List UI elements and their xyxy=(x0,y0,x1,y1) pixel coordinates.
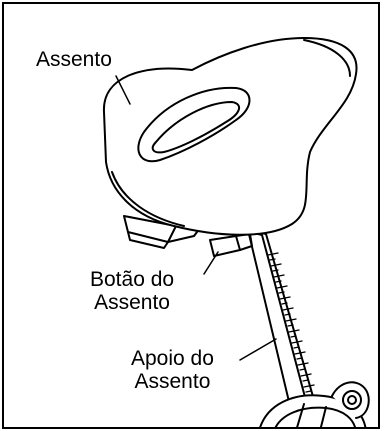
label-seat-post-line1: Apoio do xyxy=(131,347,214,370)
leader-post xyxy=(239,338,277,361)
diagram-frame: Assento Botão do Assento Apoio do Assent… xyxy=(2,2,380,429)
label-seat-post: Apoio do Assento xyxy=(131,347,214,393)
leader-lines xyxy=(115,75,277,361)
seat-knob xyxy=(209,233,253,257)
leader-knob xyxy=(203,251,219,275)
frame-collar xyxy=(259,381,370,427)
label-seat-knob-line1: Botão do xyxy=(90,268,175,291)
label-seat-line1: Assento xyxy=(36,48,112,71)
label-seat-knob-line2: Assento xyxy=(94,291,170,314)
seat-assembly-illustration xyxy=(102,37,370,427)
label-seat-post-line2: Assento xyxy=(134,370,211,393)
saddle xyxy=(102,37,358,236)
leader-seat xyxy=(115,75,131,105)
label-seat: Assento xyxy=(36,48,112,71)
label-seat-knob: Botão do Assento xyxy=(90,268,174,314)
